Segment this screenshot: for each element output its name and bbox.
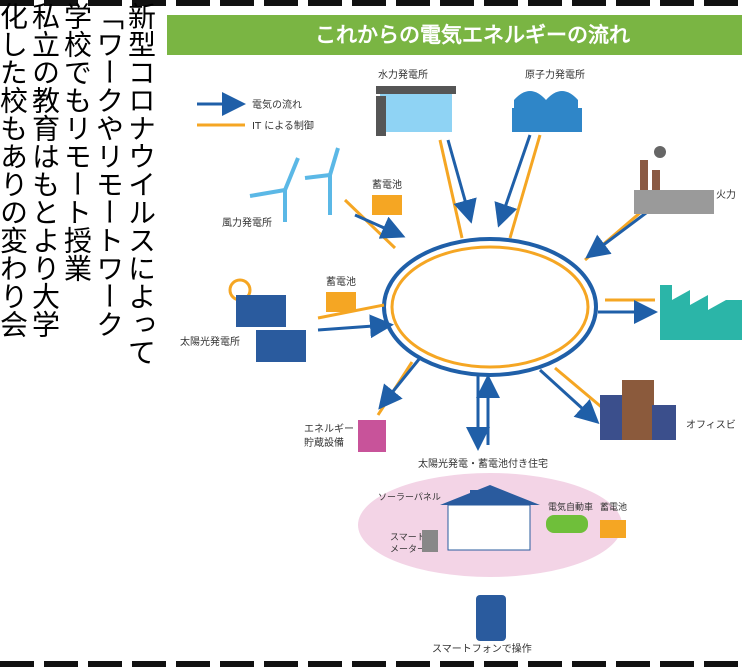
wind-turbine-icon (249, 147, 340, 222)
battery-icon (372, 195, 402, 215)
hydro-label: 水力発電所 (378, 68, 428, 81)
hydro-plant-icon (376, 86, 456, 136)
text-column: 新型コロナウイルスによって (124, 2, 157, 366)
battery1-label: 蓄電池 (372, 178, 402, 191)
legend-control-label: IT による制御 (252, 119, 314, 132)
text-column: 化した校もありの変わり会 (0, 2, 29, 338)
storage-label-2: 貯蔵設備 (304, 436, 344, 449)
text-column: 私立の教育はもとより大学 (28, 2, 61, 338)
office-label: オフィスビ (686, 419, 736, 431)
smartphone-icon (476, 595, 506, 641)
text-column: 「ワークやリモートワーク (92, 2, 125, 338)
home-label: 太陽光発電・蓄電池付き住宅 (418, 457, 548, 470)
legend-flow-label: 電気の流れ (252, 98, 302, 111)
text-column: 学校でもリモート授業 (60, 2, 93, 282)
energy-storage-icon (358, 420, 386, 452)
smart-meter-label-2: メーター (390, 544, 426, 555)
phone-label: スマートフォンで操作 (432, 642, 532, 655)
thermal-plant-icon (634, 146, 714, 214)
grid-ring-inner (390, 245, 590, 369)
solar-label: 太陽光発電所 (180, 335, 240, 348)
nuclear-plant-icon (512, 91, 582, 132)
battery-icon (326, 292, 356, 312)
solar-panel-label: ソーラーパネル (378, 492, 441, 503)
smart-meter-label: スマート (390, 533, 426, 543)
factory-icon (660, 285, 742, 340)
nuclear-label: 原子力発電所 (525, 68, 585, 81)
smart-meter-icon (422, 530, 438, 552)
thermal-label: 火力 (716, 188, 736, 201)
top-dash-border (0, 0, 742, 6)
office-building-icon (600, 380, 676, 440)
storage-label: エネルギー (304, 423, 354, 435)
wind-label: 風力発電所 (222, 216, 272, 229)
home-battery-label: 蓄電池 (600, 501, 627, 513)
article-vertical-text: 新型コロナウイルスによって 「ワークやリモートワーク 学校でもリモート授業 私立… (0, 0, 160, 667)
solar-panel-icon (228, 278, 306, 362)
ev-icon (546, 515, 588, 533)
house-icon (440, 485, 540, 551)
battery2-label: 蓄電池 (326, 275, 356, 288)
figure-title: これからの電気エネルギーの流れ (167, 15, 742, 55)
bottom-dash-border (0, 661, 742, 667)
ev-label: 電気自動車 (548, 501, 593, 513)
home-battery-icon (600, 520, 626, 538)
